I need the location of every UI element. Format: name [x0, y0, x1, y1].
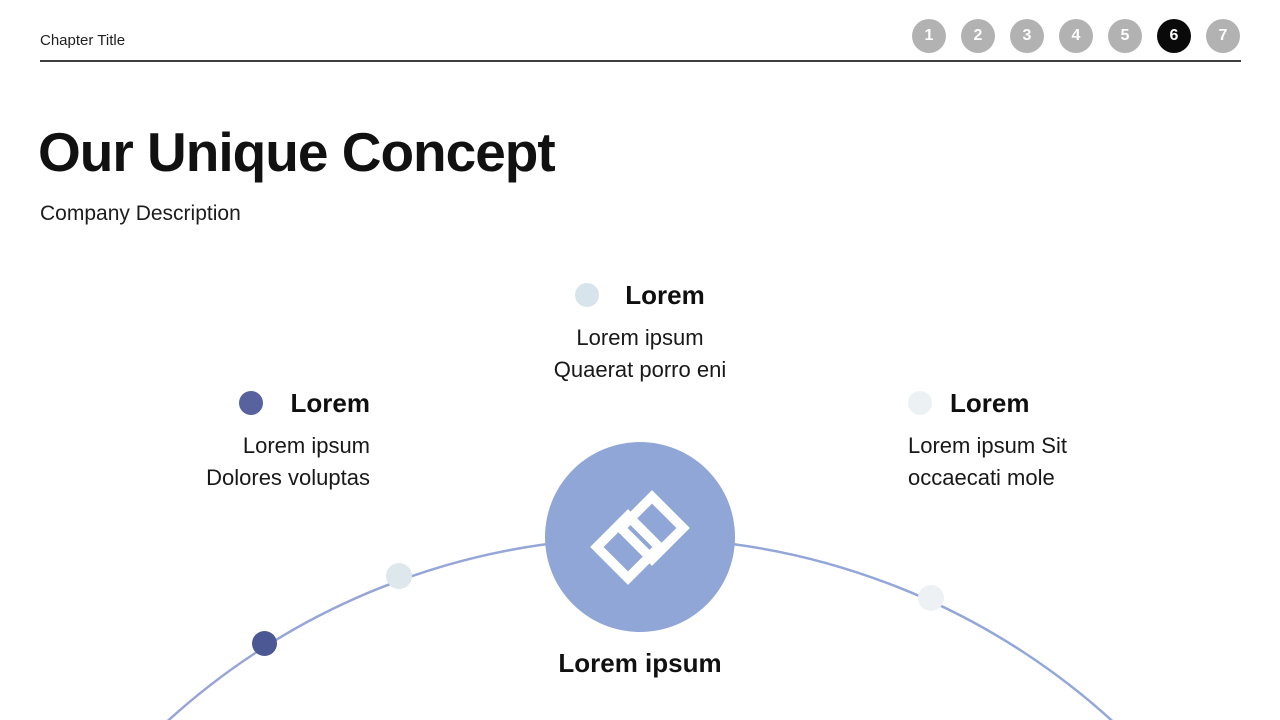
- bullet-dot-icon: [238, 391, 263, 415]
- feature-heading: Lorem: [625, 279, 705, 310]
- slide-pager: 1 2 3 4 5 6 7: [912, 19, 1240, 53]
- slide-title: Our Unique Concept: [38, 121, 556, 183]
- feature-heading: Lorem: [950, 387, 1030, 418]
- pager-page-3[interactable]: 3: [1010, 19, 1044, 53]
- feature-item-right: Lorem Lorem ipsum Sit occaecati mole: [908, 388, 1188, 494]
- pager-page-1[interactable]: 1: [912, 19, 946, 53]
- arc-dot-light-blue: [386, 563, 412, 589]
- chapter-title: Chapter Title: [40, 32, 126, 49]
- feature-heading: Lorem: [290, 387, 370, 418]
- pager-page-6-active[interactable]: 6: [1157, 19, 1191, 53]
- pager-page-2[interactable]: 2: [961, 19, 995, 53]
- arc-dot-pale: [918, 585, 944, 611]
- center-caption: Lorem ipsum: [558, 648, 722, 678]
- feature-line1: Lorem ipsum Sit: [908, 433, 1067, 458]
- pager-page-4[interactable]: 4: [1059, 19, 1093, 53]
- pager-page-7[interactable]: 7: [1206, 19, 1240, 53]
- feature-line2: Quaerat porro eni: [553, 357, 727, 382]
- feature-line2: occaecati mole: [908, 465, 1055, 490]
- header-rule: [40, 60, 1241, 62]
- feature-line2: Dolores voluptas: [206, 465, 370, 490]
- feature-line1: Lorem ipsum: [576, 325, 704, 350]
- feature-line1: Lorem ipsum: [242, 433, 370, 458]
- slide-subtitle: Company Description: [40, 202, 241, 225]
- bullet-dot-icon: [575, 283, 600, 307]
- arc-dot-dark: [252, 631, 277, 656]
- center-concept-circle: [545, 442, 735, 632]
- interlocked-diamonds-icon: [590, 490, 690, 585]
- pager-page-5[interactable]: 5: [1108, 19, 1142, 53]
- feature-item-top: Lorem Lorem ipsum Quaerat porro eni: [510, 280, 770, 386]
- feature-item-left: Lorem Lorem ipsum Dolores voluptas: [100, 388, 370, 494]
- bullet-dot-icon: [908, 391, 932, 415]
